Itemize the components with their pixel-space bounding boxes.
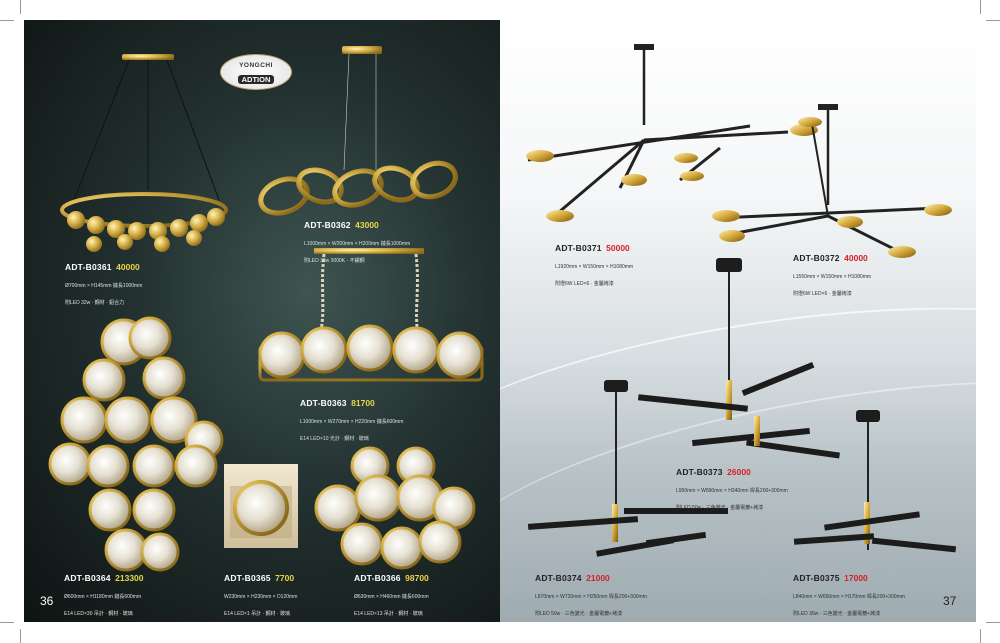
caption-b0371: ADT-B0371 50000 L1920mm × W150mm × H1080… bbox=[555, 239, 633, 289]
b0366-chandelier-illustration bbox=[314, 412, 476, 570]
product-spec: 附LED 32w · 鋼材 · 鋁合力 bbox=[65, 299, 125, 306]
caption-b0366: ADT-B0366 98700 Ø630mm × H460mm 鏈長600mm … bbox=[354, 569, 429, 619]
product-dimensions: Ø600mm × H1180mm 鏈長600mm bbox=[64, 593, 142, 600]
left-page-illustrations bbox=[48, 46, 484, 572]
b0363-linear-illustration bbox=[258, 248, 484, 382]
page-number-left: 36 bbox=[40, 594, 54, 608]
b0375-linear-illustration bbox=[793, 410, 957, 553]
product-spec: E14 LED×30 吊計 · 鋼材 · 玻璃 bbox=[64, 610, 133, 617]
product-price: 43000 bbox=[355, 220, 379, 230]
product-spec: E14 LED×1 吊計 · 鋼材 · 玻璃 bbox=[224, 610, 290, 617]
product-dimensions: L870mm × W720mm × H250mm 桿長200+300mm bbox=[535, 593, 647, 600]
product-spec: E14 LED×13 吊計 · 鋼材 · 玻璃 bbox=[354, 610, 423, 617]
b0374-linear-illustration bbox=[527, 380, 728, 557]
caption-b0363: ADT-B0363 81700 L1000mm × W270mm × H220m… bbox=[300, 394, 403, 444]
brand-logo-line2: ADTION bbox=[237, 75, 275, 84]
crop-mark bbox=[0, 20, 14, 21]
product-model: ADT-B0373 bbox=[676, 467, 723, 477]
product-model: ADT-B0365 bbox=[224, 573, 271, 583]
page-number-right: 37 bbox=[943, 594, 957, 608]
product-price: 26000 bbox=[727, 467, 751, 477]
product-price: 7700 bbox=[275, 573, 295, 583]
product-model: ADT-B0361 bbox=[65, 262, 112, 272]
caption-b0365: ADT-B0365 7700 W230mm × H230mm × D120mm … bbox=[224, 569, 297, 619]
right-page-illustrations bbox=[526, 44, 957, 557]
caption-b0375: ADT-B0375 17000 L840mm × W650mm × H170mm… bbox=[793, 569, 905, 619]
product-dimensions: L1000mm × W270mm × H220mm 鏈長600mm bbox=[300, 418, 404, 425]
left-page: YONGCHI ADTION ADT-B0361 40000 Ø700mm × … bbox=[24, 20, 500, 622]
product-model: ADT-B0363 bbox=[300, 398, 347, 408]
product-model: ADT-B0362 bbox=[304, 220, 351, 230]
caption-b0372: ADT-B0372 40000 L1550mm × W150mm × H1080… bbox=[793, 249, 871, 299]
b0362-pendant-illustration bbox=[258, 46, 458, 216]
product-spec: 附燈6W LED×6 · 金屬烤漆 bbox=[555, 280, 614, 287]
product-dimensions: L840mm × W650mm × H170mm 桿長200+300mm bbox=[793, 593, 905, 600]
b0365-wall-lamp-illustration bbox=[230, 480, 292, 538]
product-price: 81700 bbox=[351, 398, 375, 408]
crop-mark bbox=[20, 629, 21, 643]
product-price: 213300 bbox=[115, 573, 144, 583]
product-dimensions: Ø630mm × H460mm 鏈長600mm bbox=[354, 593, 429, 600]
crop-mark bbox=[0, 622, 14, 623]
product-price: 21000 bbox=[586, 573, 610, 583]
crop-mark bbox=[986, 20, 1000, 21]
b0372-branch-illustration bbox=[712, 104, 952, 258]
crop-mark bbox=[20, 0, 21, 14]
product-dimensions: Ø700mm × H145mm 鏈長1000mm bbox=[65, 282, 143, 289]
product-price: 50000 bbox=[606, 243, 630, 253]
caption-b0364: ADT-B0364 213300 Ø600mm × H1180mm 鏈長600m… bbox=[64, 569, 144, 619]
caption-b0374: ADT-B0374 21000 L870mm × W720mm × H250mm… bbox=[535, 569, 647, 619]
product-model: ADT-B0366 bbox=[354, 573, 401, 583]
product-dimensions: L950mm × W890mm × H340mm 桿長200+300mm bbox=[676, 487, 788, 494]
product-model: ADT-B0374 bbox=[535, 573, 582, 583]
product-spec: E14 LED×10 光計 · 鋼材 · 玻璃 bbox=[300, 435, 369, 442]
crop-mark bbox=[980, 0, 981, 14]
caption-b0361: ADT-B0361 40000 Ø700mm × H145mm 鏈長1000mm… bbox=[65, 258, 142, 308]
b0364-tiered-illustration bbox=[48, 298, 224, 572]
product-price: 98700 bbox=[405, 573, 429, 583]
product-price: 40000 bbox=[116, 262, 140, 272]
product-model: ADT-B0372 bbox=[793, 253, 840, 263]
product-model: ADT-B0375 bbox=[793, 573, 840, 583]
b0361-chandelier-illustration bbox=[60, 54, 228, 252]
product-dimensions: L1550mm × W150mm × H1080mm bbox=[793, 273, 872, 280]
product-spec: 附LED 38w 3000K · 不鏽鋼 bbox=[304, 257, 365, 264]
product-model: ADT-B0364 bbox=[64, 573, 111, 583]
b0373-linear-illustration bbox=[637, 258, 840, 459]
b0371-branch-illustration bbox=[526, 44, 818, 222]
product-spec: 附LED 50w · 三色變光 · 金屬電鍍+烤漆 bbox=[676, 504, 764, 511]
product-model: ADT-B0371 bbox=[555, 243, 602, 253]
crop-mark bbox=[980, 629, 981, 643]
right-page: ADT-B0371 50000 L1920mm × W150mm × H1080… bbox=[500, 20, 976, 622]
product-spec: 附燈6W LED×6 · 金屬烤漆 bbox=[793, 290, 852, 297]
caption-b0373: ADT-B0373 26000 L950mm × W890mm × H340mm… bbox=[676, 463, 788, 513]
product-price: 17000 bbox=[844, 573, 868, 583]
product-dimensions: W230mm × H230mm × D120mm bbox=[224, 593, 298, 600]
product-spec: 附LED 30w · 三色變光 · 金屬電鍍+烤漆 bbox=[793, 610, 881, 617]
product-dimensions: L1000mm × W200mm × H200mm 鏈長1000mm bbox=[304, 240, 411, 247]
product-price: 40000 bbox=[844, 253, 868, 263]
caption-b0362: ADT-B0362 43000 L1000mm × W200mm × H200m… bbox=[304, 216, 410, 266]
brand-logo-line1: YONGCHI bbox=[239, 62, 273, 69]
brand-logo: YONGCHI ADTION bbox=[220, 54, 292, 90]
product-spec: 附LED 50w · 三色變光 · 金屬電鍍+烤漆 bbox=[535, 610, 623, 617]
product-dimensions: L1920mm × W150mm × H1080mm bbox=[555, 263, 634, 270]
crop-mark bbox=[986, 622, 1000, 623]
b0365-photo bbox=[224, 464, 298, 548]
